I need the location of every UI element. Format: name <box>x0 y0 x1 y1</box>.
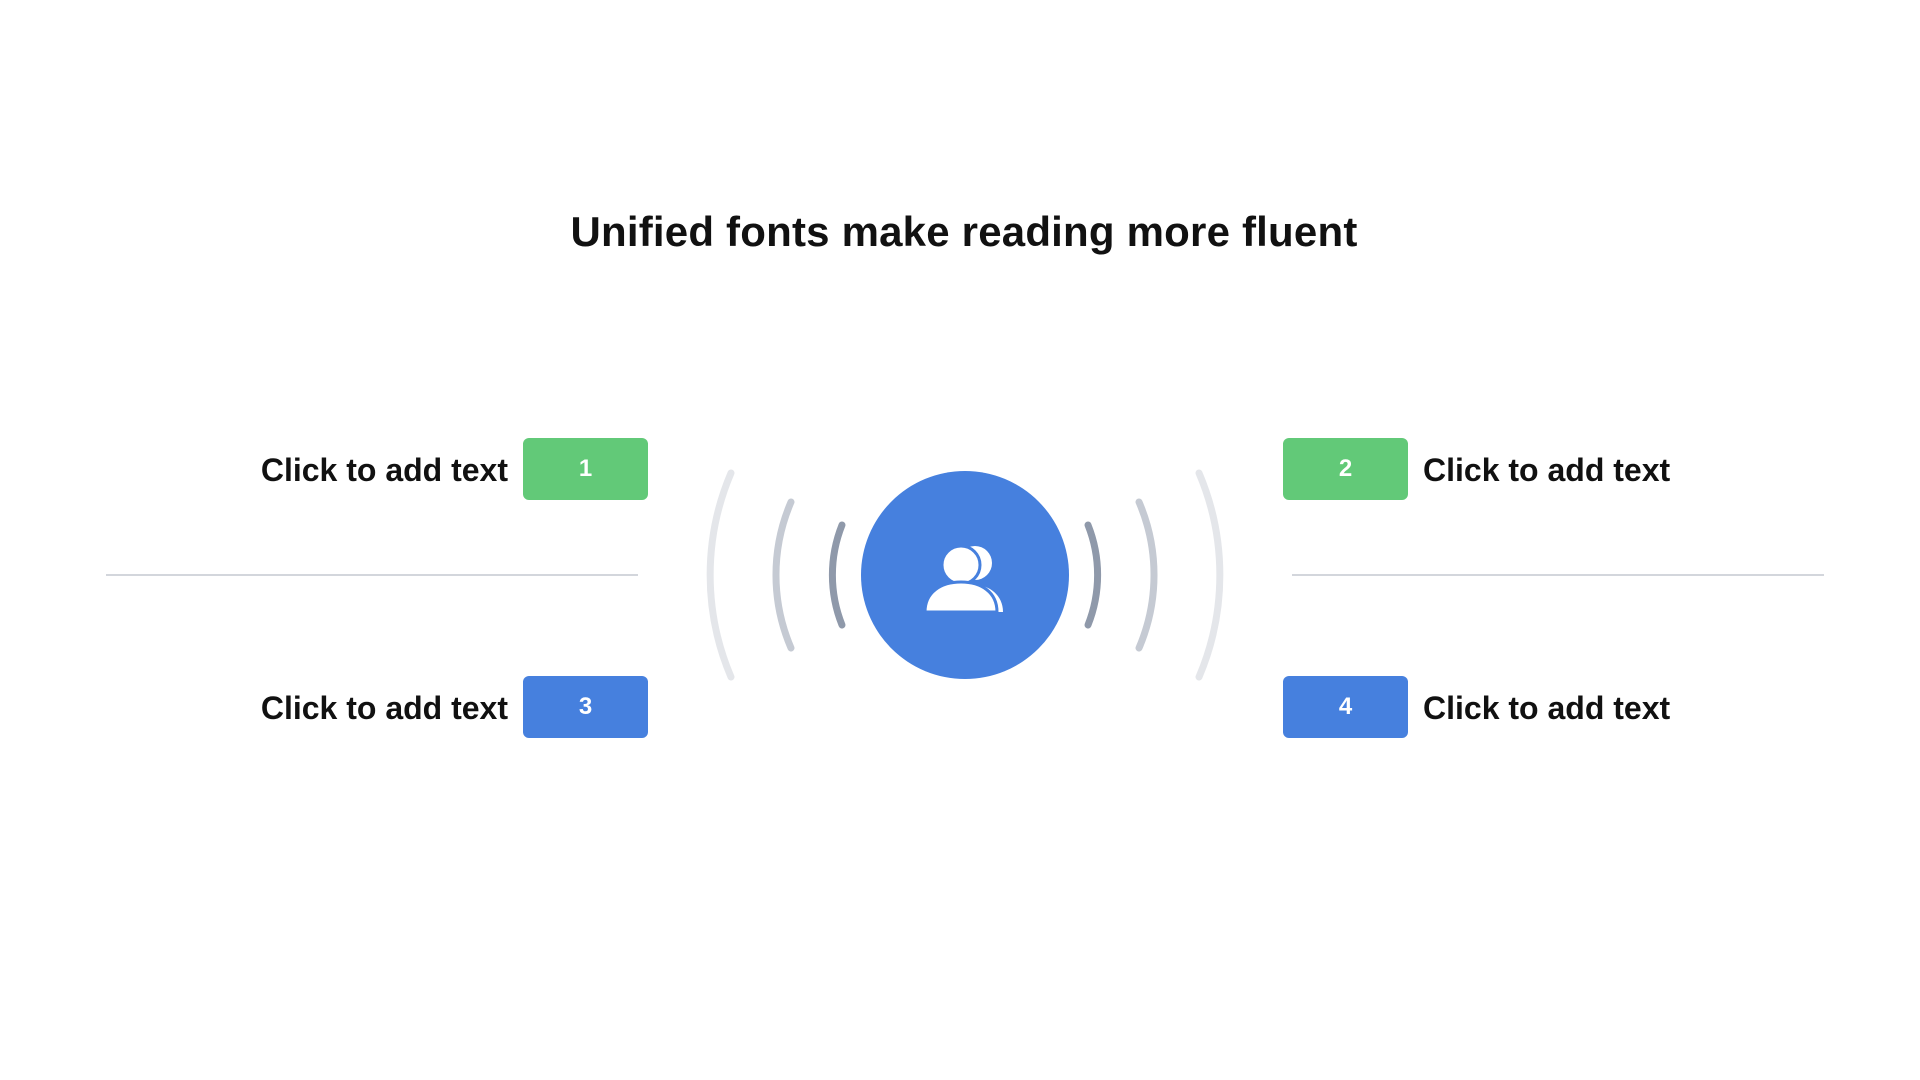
left-divider-line <box>106 574 638 576</box>
item-2-number: 2 <box>1338 455 1353 482</box>
item-3-badge: 3 <box>523 676 648 738</box>
slide-title: Unified fonts make reading more fluent <box>570 208 1358 255</box>
item-3-label[interactable]: Click to add text <box>260 690 508 726</box>
right-divider-line <box>1292 574 1824 576</box>
wave-left-outer <box>706 469 735 681</box>
wave-right-outer <box>1195 469 1224 681</box>
item-1-number: 1 <box>578 455 593 482</box>
item-1-label[interactable]: Click to add text <box>260 452 508 488</box>
wave-left-middle <box>772 498 795 652</box>
item-1-badge: 1 <box>523 438 648 500</box>
item-2-label[interactable]: Click to add text <box>1423 452 1671 488</box>
wave-left-inner <box>828 521 846 629</box>
item-3-number: 3 <box>578 693 593 720</box>
item-4-label[interactable]: Click to add text <box>1423 690 1671 726</box>
item-2-badge: 2 <box>1283 438 1408 500</box>
wave-right-inner <box>1084 521 1102 629</box>
item-4-badge: 4 <box>1283 676 1408 738</box>
wave-right-middle <box>1135 498 1158 652</box>
item-4-number: 4 <box>1338 693 1353 720</box>
user-group-icon <box>923 544 1003 614</box>
central-hub <box>706 469 1224 681</box>
